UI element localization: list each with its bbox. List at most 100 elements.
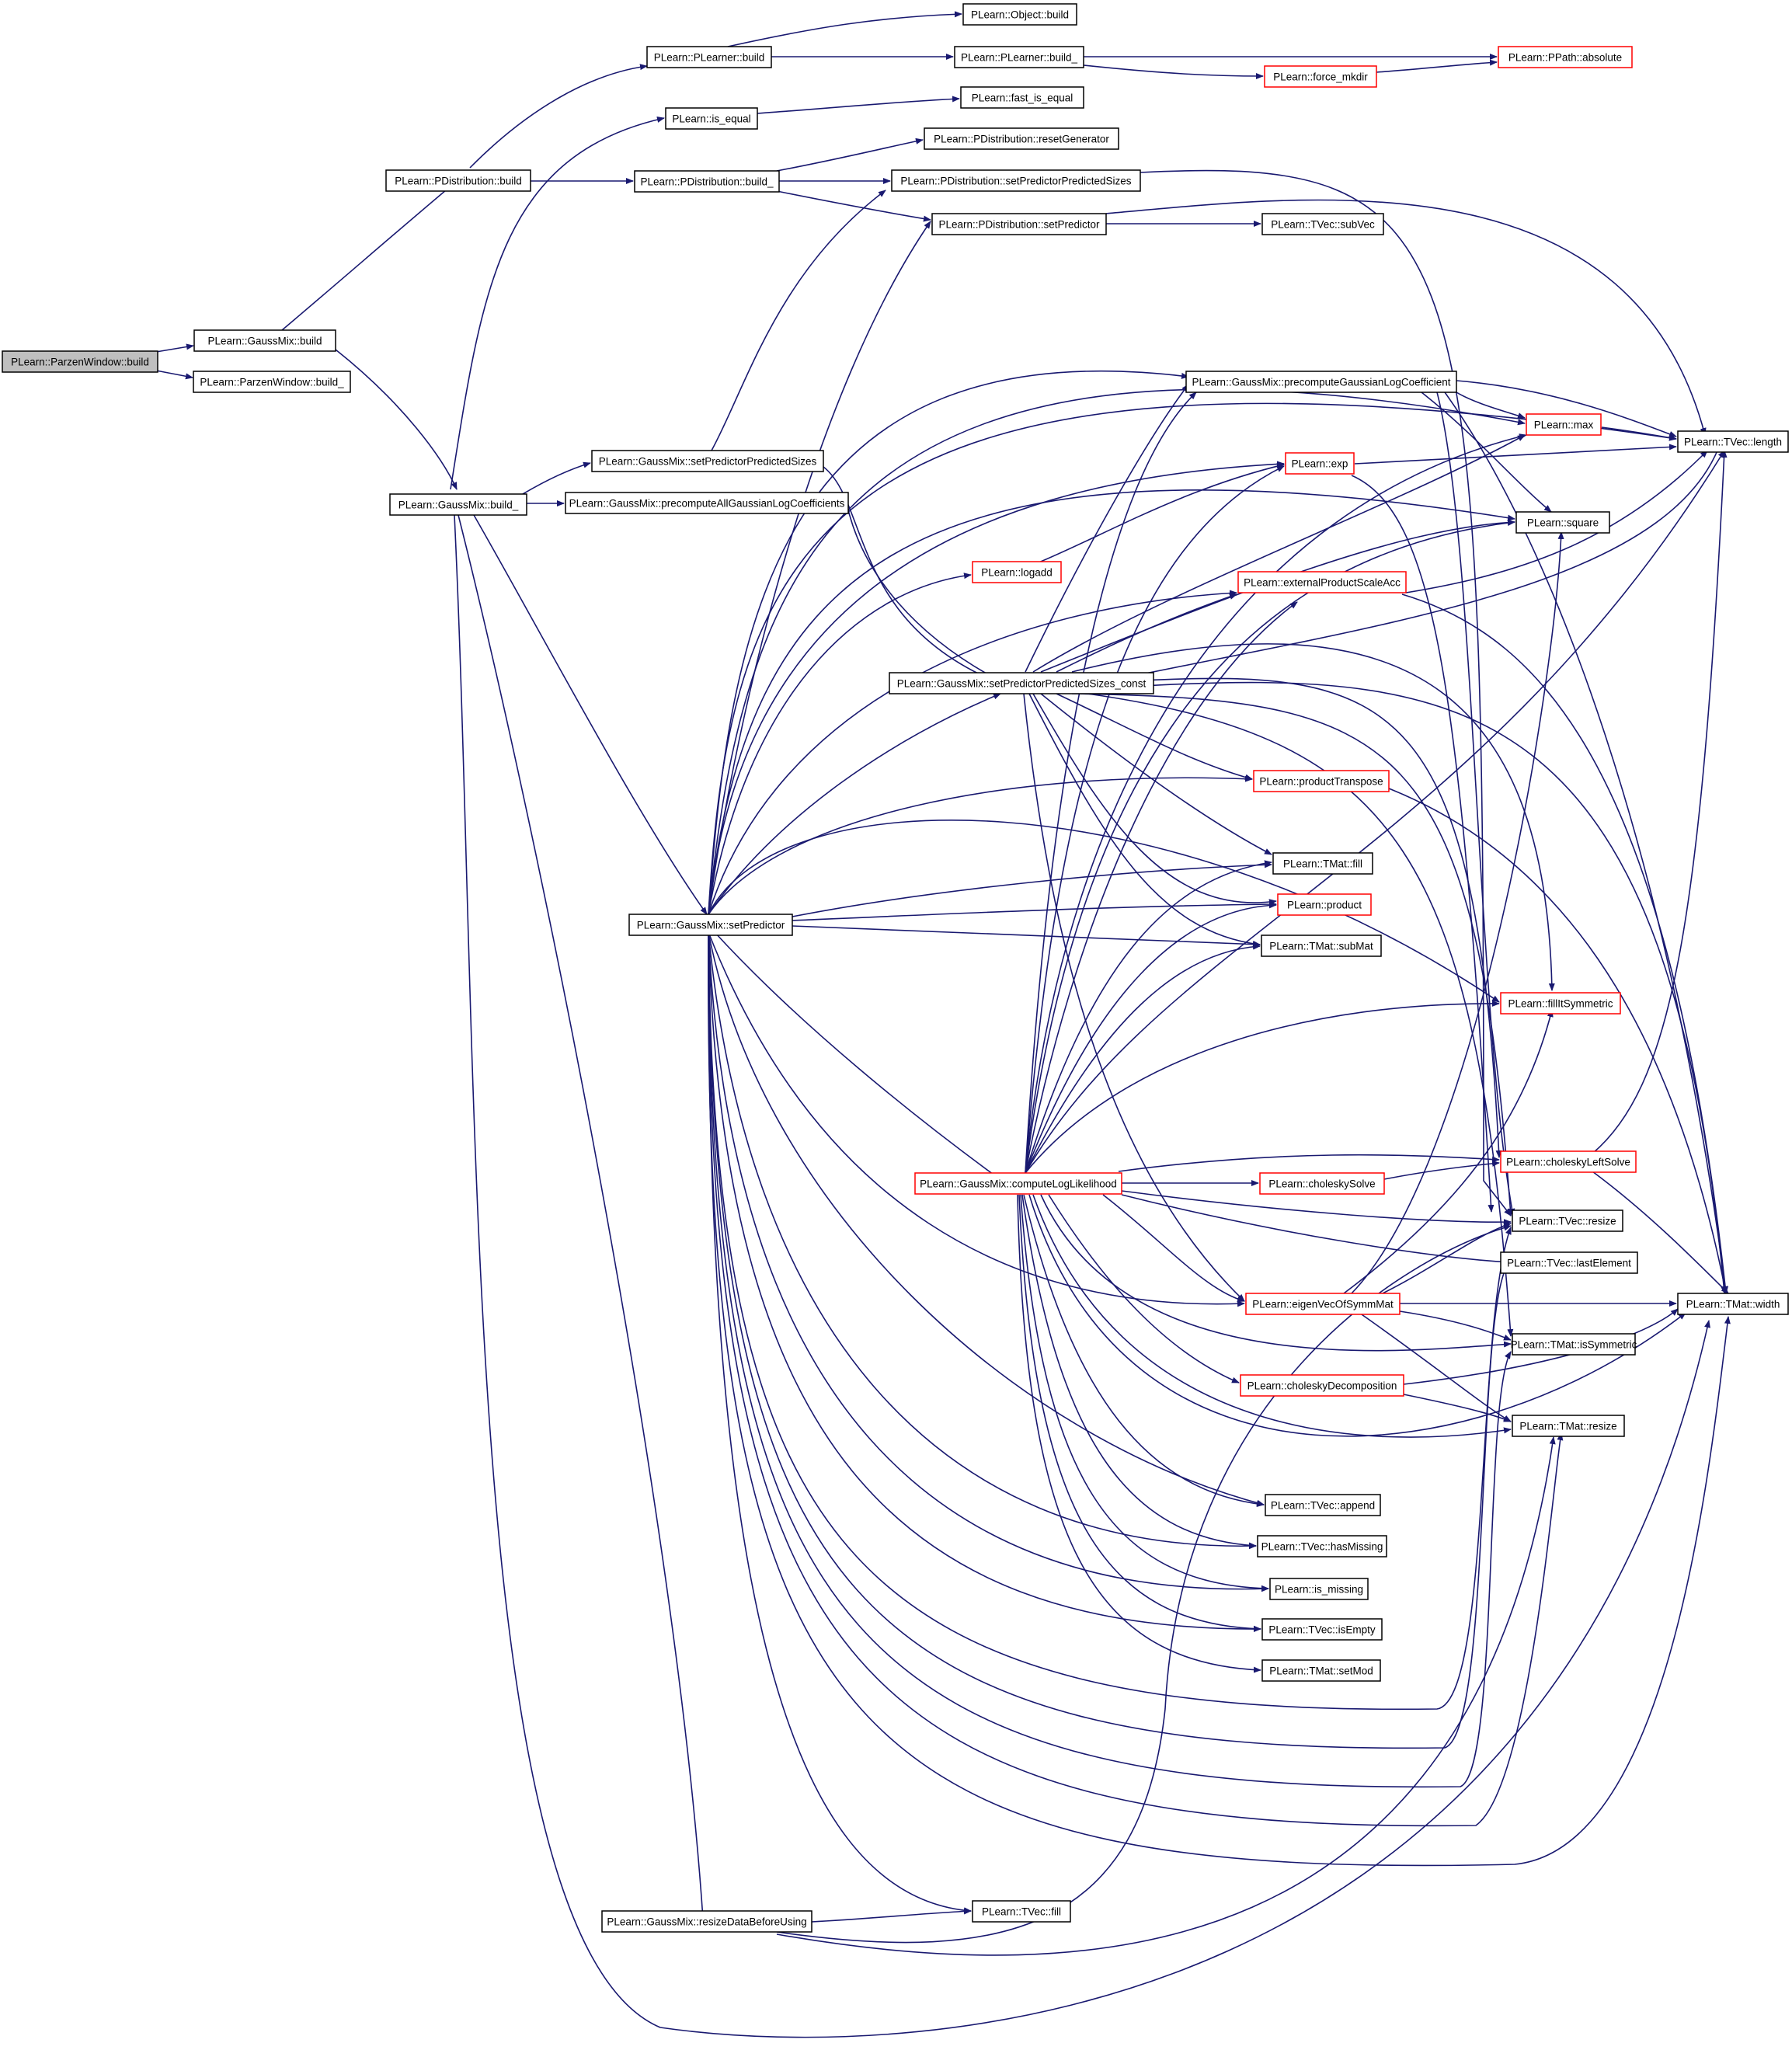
node-box <box>193 329 336 352</box>
node-max[interactable]: PLearn::max <box>1526 413 1602 436</box>
edge-setpred-to-tvec-fill <box>708 931 972 1914</box>
node-tvec-subvec[interactable]: PLearn::TVec::subVec <box>1261 213 1384 235</box>
node-square[interactable]: PLearn::square <box>1515 511 1610 534</box>
call-edges <box>155 11 1731 2038</box>
node-label: PLearn::TVec::lastElement <box>1507 1258 1631 1269</box>
node-gm-setpred[interactable]: PLearn::GaussMix::setPredictor <box>628 914 793 936</box>
node-gm-build[interactable]: PLearn::GaussMix::build <box>193 329 336 352</box>
edge-setpred-to-tvec-resize <box>708 931 1512 1711</box>
node-extprod[interactable]: PLearn::externalProductScaleAcc <box>1237 571 1407 593</box>
node-ppath-abs[interactable]: PLearn::PPath::absolute <box>1498 46 1633 68</box>
node-tvec-fill[interactable]: PLearn::TVec::fill <box>972 1900 1071 1923</box>
node-gm-build-[interactable]: PLearn::GaussMix::build_ <box>389 493 527 516</box>
node-label: PLearn::eigenVecOfSymmMat <box>1252 1299 1394 1310</box>
node-pl-build-[interactable]: PLearn::PLearner::build_ <box>954 46 1084 68</box>
node-box <box>1185 371 1457 393</box>
node-gm-precomp-all[interactable]: PLearn::GaussMix::precomputeAllGaussianL… <box>565 492 849 514</box>
node-is-equal[interactable]: PLearn::is_equal <box>665 107 758 130</box>
node-gm-precomp[interactable]: PLearn::GaussMix::precomputeGaussianLogC… <box>1185 371 1457 393</box>
node-logadd[interactable]: PLearn::logadd <box>972 561 1062 583</box>
node-tmat-resize[interactable]: PLearn::TMat::resize <box>1512 1415 1625 1437</box>
node-box <box>972 1900 1071 1923</box>
node-label: PLearn::GaussMix::resizeDataBeforeUsing <box>607 1916 806 1928</box>
edge-setpred-to-tvec-hasmiss <box>708 931 1257 1550</box>
node-product[interactable]: PLearn::product <box>1277 893 1372 916</box>
node-box <box>1526 413 1602 436</box>
node-gm-complog[interactable]: PLearn::GaussMix::computeLogLikelihood <box>914 1172 1122 1195</box>
node-tmat-setmod[interactable]: PLearn::TMat::setMod <box>1261 1659 1381 1682</box>
node-label: PLearn::TVec::length <box>1684 437 1782 448</box>
edge-setpred-to-fillsym <box>708 820 1500 1003</box>
node-box <box>972 561 1062 583</box>
node-box <box>1498 46 1633 68</box>
node-tvec-hasmiss[interactable]: PLearn::TVec::hasMissing <box>1257 1535 1387 1558</box>
node-pd-build[interactable]: PLearn::PDistribution::build <box>385 169 531 192</box>
node-pl-build[interactable]: PLearn::PLearner::build <box>646 46 772 68</box>
node-tvec-length[interactable]: PLearn::TVec::length <box>1677 430 1789 453</box>
edge-complog-to-product <box>1025 902 1277 1174</box>
node-pd-setpred[interactable]: PLearn::PDistribution::setPredictor <box>931 213 1107 235</box>
edge-spps-const-to-max <box>1032 434 1526 673</box>
node-label: PLearn::choleskyLeftSolve <box>1506 1157 1630 1168</box>
edge-setpred-to-square <box>708 489 1515 915</box>
node-tvec-isempty[interactable]: PLearn::TVec::isEmpty <box>1261 1618 1383 1641</box>
node-chol-left[interactable]: PLearn::choleskyLeftSolve <box>1500 1150 1637 1173</box>
node-box <box>1265 1494 1381 1516</box>
node-box <box>1245 1293 1401 1315</box>
node-pd-setpps[interactable]: PLearn::PDistribution::setPredictorPredi… <box>891 169 1141 192</box>
node-chol-solve[interactable]: PLearn::choleskySolve <box>1259 1172 1385 1195</box>
edge-complog-to-is-missing <box>1020 1194 1269 1592</box>
edge-complog-to-fillsym <box>1025 1000 1500 1174</box>
node-label: PLearn::PDistribution::build_ <box>640 176 774 188</box>
node-tvec-last[interactable]: PLearn::TVec::lastElement <box>1500 1251 1638 1274</box>
node-pw-build-[interactable]: PLearn::ParzenWindow::build_ <box>193 371 351 393</box>
node-fast-is-equal[interactable]: PLearn::fast_is_equal <box>960 86 1084 109</box>
node-eigen[interactable]: PLearn::eigenVecOfSymmMat <box>1245 1293 1401 1315</box>
edge-setpred-to-product <box>792 901 1277 921</box>
edge-pd-build-to-pl-build <box>469 64 648 169</box>
node-obj-build[interactable]: PLearn::Object::build <box>962 3 1077 26</box>
edge-eigen-to-tvec-resize <box>1382 1223 1512 1294</box>
node-box <box>960 86 1084 109</box>
node-box <box>1512 1333 1636 1356</box>
node-tmat-issym[interactable]: PLearn::TMat::isSymmetric <box>1511 1333 1637 1356</box>
edge-setpred-to-spps-const <box>708 693 1001 915</box>
node-tmat-fill[interactable]: PLearn::TMat::fill <box>1272 852 1373 875</box>
node-gm-resizedata[interactable]: PLearn::GaussMix::resizeDataBeforeUsing <box>601 1910 812 1933</box>
edge-chol-left-to-tvec-length <box>1592 450 1728 1154</box>
node-label: PLearn::GaussMix::setPredictorPredictedS… <box>897 678 1147 690</box>
node-fillsym[interactable]: PLearn::fillItSymmetric <box>1500 992 1621 1015</box>
edge-complog-to-tvec-hasmiss <box>1021 1194 1257 1549</box>
node-label: PLearn::force_mkdir <box>1273 71 1368 83</box>
edge-pl-build_-to-force-mkdir <box>1083 64 1264 79</box>
node-pd-build-[interactable]: PLearn::PDistribution::build_ <box>634 170 780 193</box>
node-box <box>914 1172 1122 1195</box>
node-gm-setpps-const[interactable]: PLearn::GaussMix::setPredictorPredictedS… <box>889 672 1154 694</box>
node-tmat-width[interactable]: PLearn::TMat::width <box>1677 1293 1789 1315</box>
node-exp[interactable]: PLearn::exp <box>1285 452 1355 475</box>
edge-eigen-to-tmat-issym <box>1399 1310 1512 1341</box>
edge-setpred-to-is-missing <box>708 931 1269 1592</box>
edge-gm-build_-to-is-equal <box>450 117 665 490</box>
node-prodtrans[interactable]: PLearn::productTranspose <box>1253 770 1390 792</box>
edge-complog-to-tvec-isempty <box>1018 1194 1261 1632</box>
node-label: PLearn::choleskySolve <box>1268 1178 1375 1190</box>
node-label: PLearn::GaussMix::precomputeAllGaussianL… <box>569 498 845 510</box>
node-pd-resetgen[interactable]: PLearn::PDistribution::resetGenerator <box>924 127 1119 150</box>
node-force-mkdir[interactable]: PLearn::force_mkdir <box>1264 65 1377 88</box>
node-box <box>954 46 1084 68</box>
edge-gm-build_-to-gm-setpred <box>473 514 708 915</box>
node-is-missing[interactable]: PLearn::is_missing <box>1269 1578 1369 1600</box>
node-label: PLearn::product <box>1287 900 1362 911</box>
edge-complog-to-exp <box>1025 465 1285 1174</box>
node-label: PLearn::TVec::fill <box>982 1906 1061 1918</box>
node-chol-decomp[interactable]: PLearn::choleskyDecomposition <box>1240 1374 1404 1397</box>
node-tvec-append[interactable]: PLearn::TVec::append <box>1265 1494 1381 1516</box>
node-tmat-submat[interactable]: PLearn::TMat::subMat <box>1261 935 1382 957</box>
node-label: PLearn::GaussMix::precomputeGaussianLogC… <box>1192 377 1451 388</box>
edge-pl-build-to-obj-build <box>727 11 962 47</box>
edge-complog-to-square <box>1025 520 1515 1174</box>
node-tvec-resize[interactable]: PLearn::TVec::resize <box>1512 1209 1623 1232</box>
node-gm-setpps[interactable]: PLearn::GaussMix::setPredictorPredictedS… <box>591 450 824 472</box>
node-root[interactable]: PLearn::ParzenWindow::build <box>2 350 158 373</box>
